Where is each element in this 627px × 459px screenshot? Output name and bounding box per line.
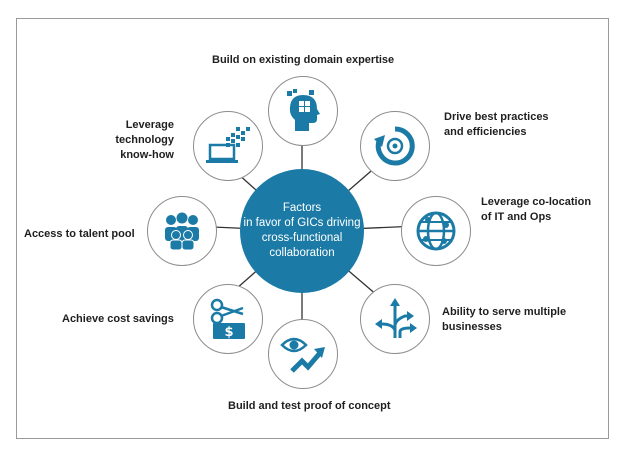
globe-network-icon xyxy=(416,211,456,251)
diagram-frame xyxy=(16,18,609,439)
factor-label-proof-of-concept: Build and test proof of concept xyxy=(228,400,391,412)
factor-node-domain-expertise xyxy=(268,76,338,146)
factor-label-talent-pool: Access to talent pool xyxy=(24,228,135,240)
head-puzzle-icon xyxy=(287,89,320,131)
people-group-icon xyxy=(165,212,199,251)
factor-label-domain-expertise: Build on existing domain expertise xyxy=(212,54,395,66)
factor-label-cost-savings: Achieve cost savings xyxy=(62,313,174,325)
factor-label-co-location: Leverage co-location of IT and Ops xyxy=(481,196,592,223)
refresh-target-icon xyxy=(374,126,415,166)
branching-arrows-icon xyxy=(375,298,417,338)
central-hub: Factors in favor of GICs driving cross-f… xyxy=(240,169,364,293)
hub-title: Factors in favor of GICs driving cross-f… xyxy=(243,202,361,259)
svg-text:$: $ xyxy=(224,325,233,340)
laptop-pixels-icon xyxy=(206,127,250,163)
factor-node-cost-savings: $ xyxy=(193,284,263,354)
factor-label-technology: Leverage technology know-how xyxy=(115,119,174,161)
factor-node-talent-pool xyxy=(147,196,217,266)
factor-node-co-location xyxy=(401,196,471,266)
scissors-dollar-icon: $ xyxy=(210,298,245,340)
factor-node-proof-of-concept xyxy=(268,319,338,389)
factor-node-multiple-businesses xyxy=(360,284,430,354)
factor-label-multiple-businesses: Ability to serve multiple businesses xyxy=(442,306,567,333)
factor-node-technology xyxy=(193,111,263,181)
factor-node-best-practices xyxy=(360,111,430,181)
eye-trend-arrow-icon xyxy=(280,337,325,373)
factor-label-best-practices: Drive best practices and efficiencies xyxy=(444,111,549,138)
